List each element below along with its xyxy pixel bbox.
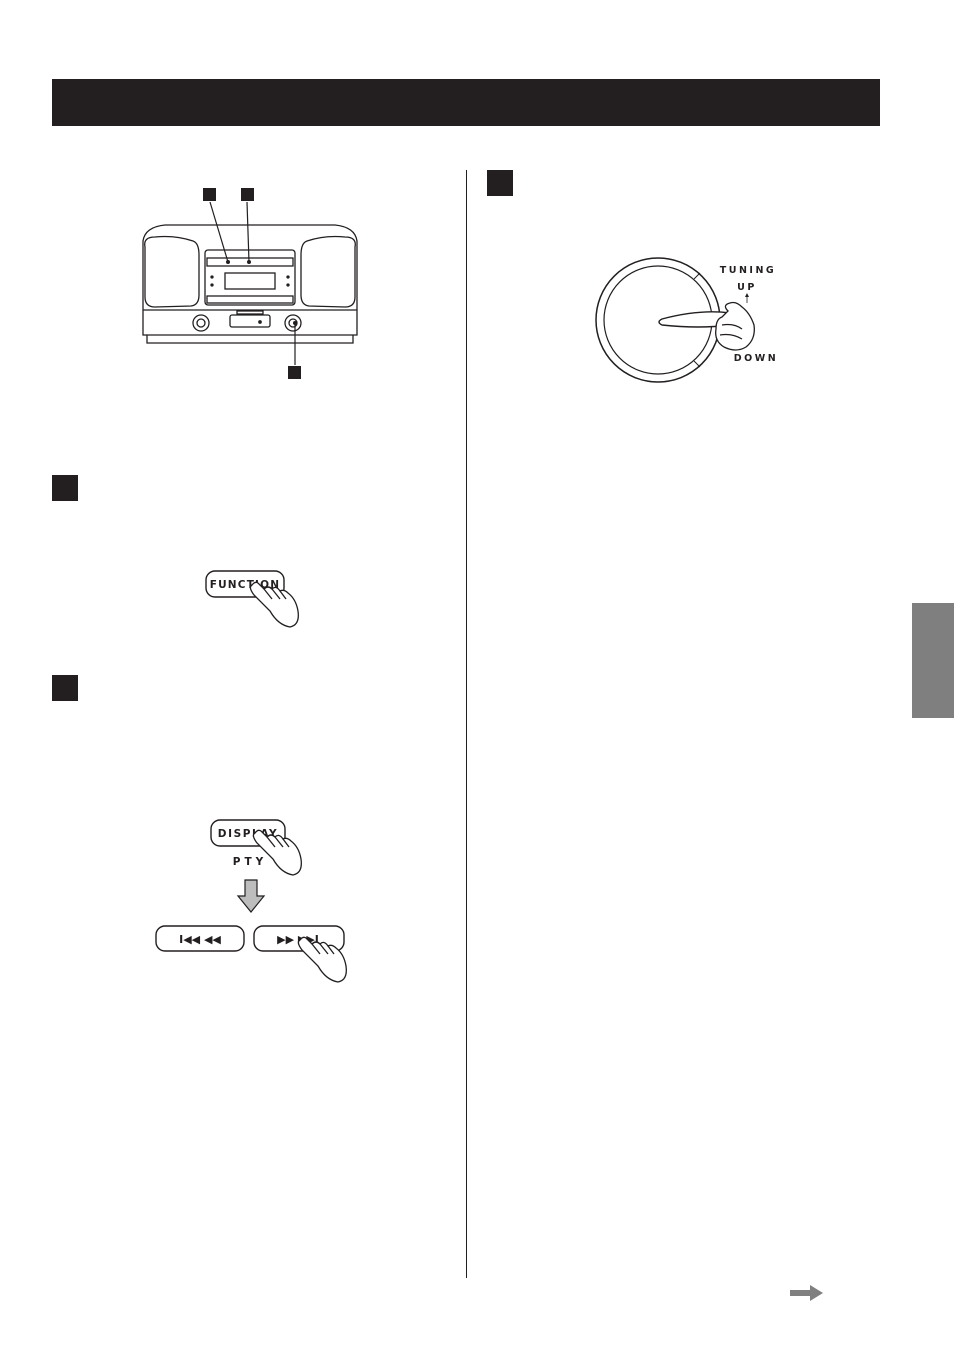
column-divider: [466, 170, 467, 1278]
tuning-knob-illustration: TUNING UP DOWN: [590, 255, 790, 385]
side-index-tab: [912, 603, 954, 718]
next-page-arrow[interactable]: [790, 1284, 824, 1302]
hand-press-icon: [252, 829, 302, 876]
device-illustration: [135, 185, 365, 380]
previous-button-label: I◀◀ ◀◀: [179, 933, 221, 946]
down-arrow-icon: [236, 879, 266, 913]
display-button-illustration: DISPLAY PTY: [205, 815, 315, 885]
tuning-knob-drawing: TUNING UP DOWN: [595, 257, 778, 383]
tuning-label: TUNING: [720, 265, 776, 276]
step-marker-1: [52, 475, 78, 501]
skip-buttons-illustration: I◀◀ ◀◀ ▶▶ ▶▶I: [150, 920, 360, 990]
display-button-drawing: DISPLAY PTY: [210, 819, 302, 876]
step-marker-3: [487, 170, 513, 196]
hand-press-icon: [249, 581, 299, 628]
callout-marker-1: [203, 188, 216, 201]
function-button-drawing: FUNCTION: [205, 570, 299, 628]
hand-turn-icon: [715, 301, 755, 351]
tuning-up-label: UP: [737, 282, 757, 293]
next-page-arrow-icon: [790, 1285, 823, 1301]
pty-label: PTY: [233, 856, 267, 868]
section-header-bar: [52, 79, 880, 126]
tuning-down-label: DOWN: [734, 353, 778, 364]
function-button-illustration: FUNCTION: [200, 565, 310, 635]
callout-marker-3: [288, 366, 301, 379]
callout-marker-2: [241, 188, 254, 201]
radio-unit-drawing: [142, 201, 358, 365]
hand-press-icon: [297, 936, 347, 983]
down-arrow: [236, 878, 266, 914]
skip-buttons-drawing: I◀◀ ◀◀ ▶▶ ▶▶I: [155, 925, 347, 983]
step-marker-2: [52, 675, 78, 701]
